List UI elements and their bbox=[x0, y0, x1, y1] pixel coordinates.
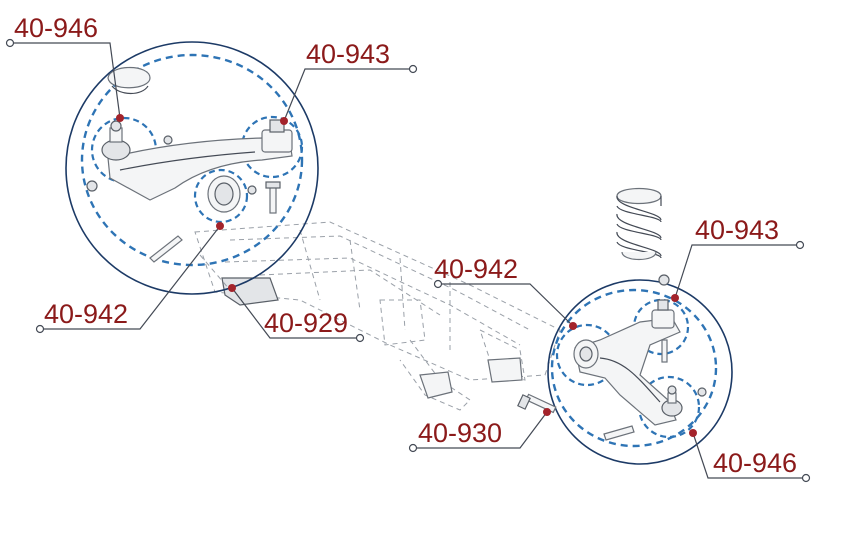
label-subframe-mount: 40-929 bbox=[264, 308, 348, 338]
label-rear-bushing-left: 40-943 bbox=[306, 39, 390, 69]
part-markers bbox=[116, 114, 697, 437]
subframe-bolt bbox=[517, 393, 557, 414]
label-front-bushing-right: 40-942 bbox=[434, 254, 518, 284]
marker-front-bushing-right bbox=[569, 322, 577, 330]
detail-circle-right bbox=[547, 274, 733, 465]
ball-joint-right bbox=[661, 385, 683, 417]
coil-spring bbox=[616, 187, 662, 261]
bolt-right bbox=[603, 274, 707, 441]
label-ball-joint-left: 40-946 bbox=[14, 13, 98, 43]
subframe-mount-bracket bbox=[221, 277, 279, 306]
callout-leaders bbox=[10, 42, 806, 479]
label-front-bushing-left: 40-942 bbox=[44, 299, 128, 329]
coil-spring-partial bbox=[107, 67, 151, 95]
bolt-left bbox=[86, 135, 281, 263]
control-arm-right bbox=[574, 317, 681, 426]
marker-subframe-mount bbox=[228, 284, 236, 292]
marker-ball-joint-right bbox=[689, 429, 697, 437]
marker-ball-joint-left bbox=[116, 114, 124, 122]
marker-rear-bushing-left bbox=[280, 117, 288, 125]
subframe-drawing bbox=[194, 221, 561, 411]
label-ball-joint-right: 40-946 bbox=[713, 448, 797, 478]
leader-endpoints bbox=[5, 38, 811, 483]
marker-front-bushing-left bbox=[216, 222, 224, 230]
front-bushing-right bbox=[573, 339, 599, 369]
callout-labels: 40-946 40-943 40-942 40-929 40-942 40-94… bbox=[14, 13, 797, 478]
marker-subframe-bolt bbox=[543, 408, 551, 416]
rear-bushing-right bbox=[651, 299, 675, 363]
front-bushing-left bbox=[207, 175, 241, 213]
detail-circle-left bbox=[65, 41, 319, 295]
label-rear-bushing-right: 40-943 bbox=[695, 215, 779, 245]
label-subframe-bolt: 40-930 bbox=[418, 418, 502, 448]
ball-joint-left bbox=[101, 120, 131, 161]
rear-bushing-left bbox=[261, 119, 293, 153]
marker-rear-bushing-right bbox=[671, 294, 679, 302]
